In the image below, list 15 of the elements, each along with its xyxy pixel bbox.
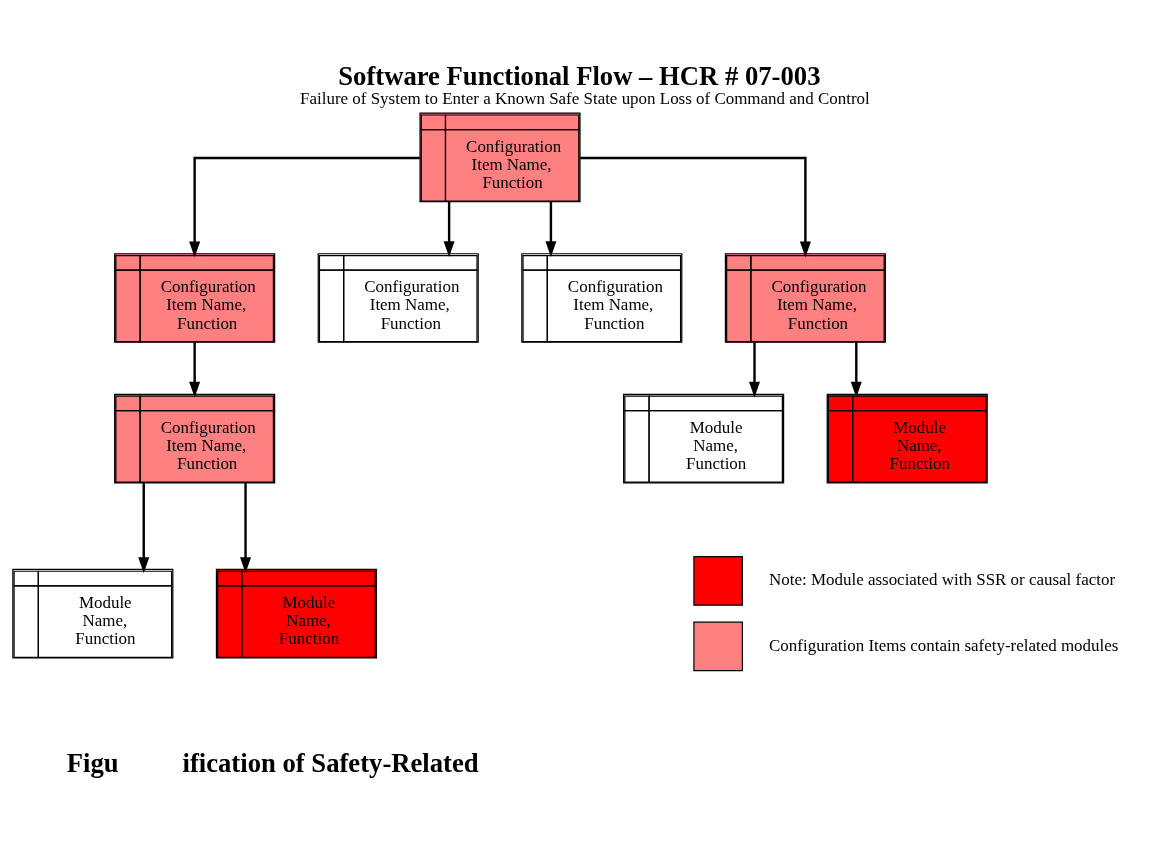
label: Failure of System to Enter a Known Safe State upon Loss of Command and Control	[300, 88, 870, 108]
label: Figu	[66, 747, 119, 778]
arrow	[189, 156, 420, 257]
arrow	[850, 341, 862, 398]
arrow	[443, 201, 455, 257]
arrow	[138, 482, 150, 573]
arrow	[189, 341, 201, 398]
arrow	[749, 341, 761, 398]
arrow	[240, 482, 252, 573]
arrow	[580, 156, 811, 257]
legend-label: Note: Module associated with SSR or causal factor	[769, 569, 1116, 589]
label: ification of Safety-Related	[182, 747, 479, 778]
arrow	[545, 201, 557, 257]
legend-label: Configuration Items contain safety-related modules	[769, 635, 1119, 655]
diagram-title: Software Functional Flow – HCR # 07-003	[338, 60, 821, 91]
